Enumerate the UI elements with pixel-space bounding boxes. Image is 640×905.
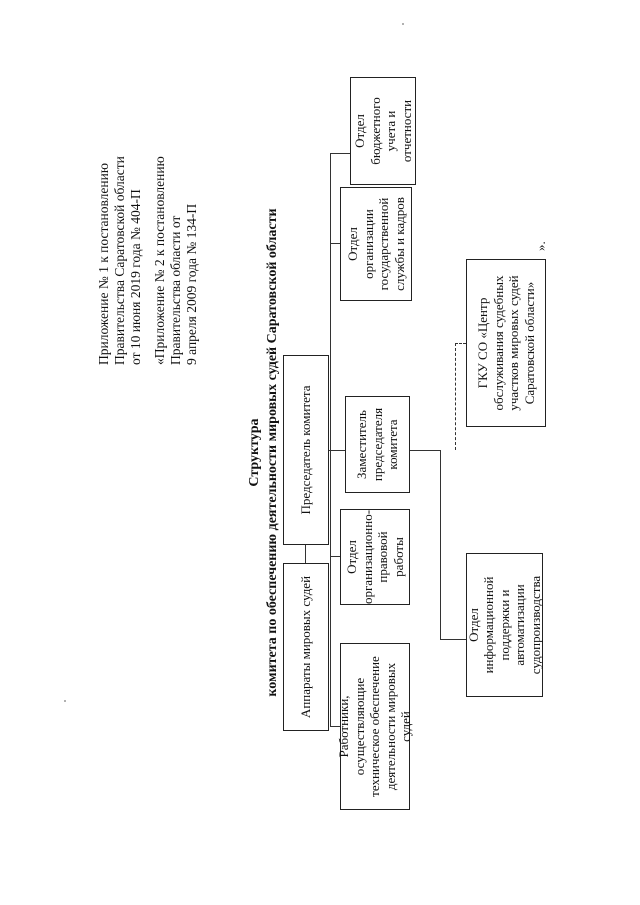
- annex-block-1: Приложение № 1 к постановлению Правитель…: [96, 156, 144, 365]
- connector-bus-deputy: [440, 450, 442, 640]
- annex-1-line-2: Правительства Саратовской области: [112, 156, 127, 365]
- annex-2-line-2: Правительства области от: [168, 215, 183, 365]
- box-hr-dept: Отдел организации государственной службы…: [340, 187, 412, 301]
- annex-1-line-1: Приложение № 1 к постановлению: [96, 163, 111, 365]
- connector-bus-main: [330, 154, 332, 727]
- diagram-title-line-2: комитета по обеспечению деятельности мир…: [265, 208, 280, 697]
- box-budget-dept: Отдел бюджетного учета и отчетности: [350, 77, 416, 185]
- box-deputy: Заместитель председателя комитета: [345, 396, 410, 493]
- annex-2-line-3: 9 апреля 2009 года № 134-П: [184, 203, 199, 365]
- connector-to-hr: [330, 242, 340, 244]
- box-chairman: Председатель комитета: [283, 355, 329, 545]
- connector-dashed-gku-v: [455, 343, 466, 344]
- annex-2-line-1: «Приложение № 2 к постановлению: [152, 156, 167, 365]
- box-it-dept: Отдел информационной поддержки и автомат…: [466, 553, 543, 697]
- box-apparatus: Аппараты мировых судей: [283, 563, 329, 731]
- connector-apparatus-chairman: [305, 545, 307, 563]
- box-workers: Работники, осуществляющие техническое об…: [336, 643, 413, 810]
- box-gku: ГКУ СО «Центр обслуживания судебных учас…: [466, 259, 546, 427]
- box-legal-dept: Отдел организационно-правовой работы: [340, 509, 410, 605]
- annex-1-line-3: от 10 июня 2019 года № 404-П: [128, 189, 143, 365]
- connector-to-it: [440, 638, 466, 640]
- annex-block-2: «Приложение № 2 к постановлению Правител…: [152, 156, 200, 365]
- diagram-title-line-1: Структура: [247, 418, 262, 487]
- connector-to-legal: [330, 555, 340, 557]
- scan-speck: [64, 700, 66, 702]
- scan-speck: [402, 23, 404, 25]
- closing-quote-mark: ».: [533, 241, 548, 251]
- connector-to-budget: [330, 152, 350, 154]
- connector-dashed-gku-h: [455, 343, 456, 450]
